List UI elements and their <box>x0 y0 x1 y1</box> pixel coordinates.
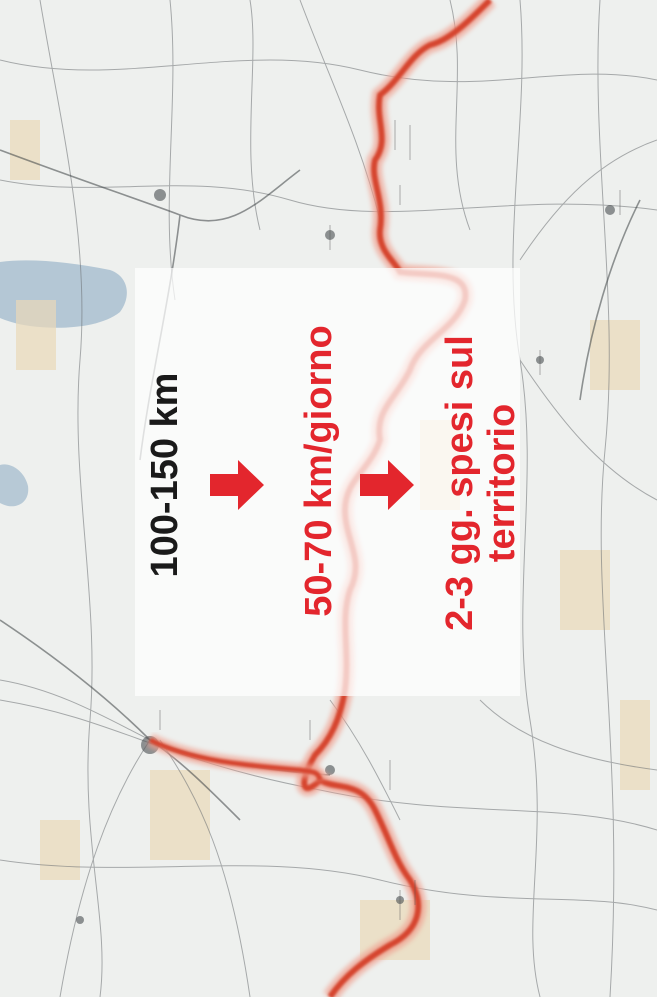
route-branch-line <box>148 737 323 781</box>
info-overlay-panel <box>135 268 520 696</box>
distance-text: 100-150 km <box>144 372 186 578</box>
days-spent-label: 2-3 gg. spesi sul territorio <box>439 323 529 643</box>
days-spent-line-1: 2-3 gg. spesi sul <box>439 335 481 631</box>
days-spent-line-2: territorio <box>481 403 523 563</box>
right-arrow-icon <box>360 460 414 510</box>
map-small-labels <box>159 120 621 920</box>
right-arrow-icon <box>210 460 264 510</box>
lake-south <box>0 464 29 507</box>
daily-distance-label: 50-70 km/giorno <box>296 311 342 631</box>
distance-label: 100-150 km <box>142 360 188 590</box>
daily-distance-text: 50-70 km/giorno <box>298 325 340 617</box>
